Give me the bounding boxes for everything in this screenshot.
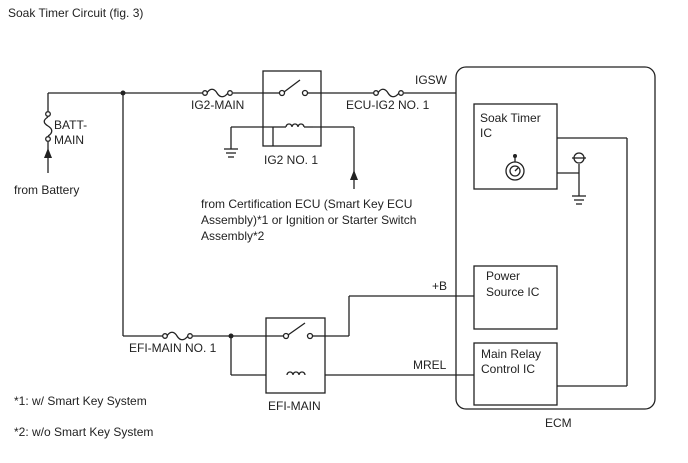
- footnote-smart-key: *1: w/ Smart Key System: [14, 394, 147, 408]
- from-cert-ecu-line2: Assembly)*1 or Ignition or Starter Switc…: [201, 213, 416, 227]
- ig2-main-label: IG2-MAIN: [191, 98, 244, 112]
- efi-main-label: EFI-MAIN: [268, 399, 321, 413]
- diagram-title: Soak Timer Circuit (fig. 3): [8, 6, 143, 20]
- batt-main-label-line2: MAIN: [54, 133, 84, 147]
- ecu-ig2-no1-fuse: [373, 88, 404, 98]
- efi-main-no1-label: EFI-MAIN NO. 1: [129, 341, 217, 355]
- ig2-main-fuse: [202, 88, 233, 98]
- footnote-no-smart-key: *2: w/o Smart Key System: [14, 425, 153, 439]
- from-battery-label: from Battery: [14, 183, 79, 197]
- batt-main-fuse: [43, 93, 53, 142]
- efi-main-branch-wires: [122, 93, 474, 376]
- mrel-label: MREL: [413, 358, 447, 372]
- main-relay-label-line1: Main Relay: [481, 347, 541, 361]
- soak-timer-label-line2: IC: [480, 126, 492, 140]
- plus-b-label: +B: [432, 279, 447, 293]
- efi-main-no1-fuse: [162, 331, 193, 341]
- ecm-label: ECM: [545, 416, 572, 430]
- batt-main-label-line1: BATT-: [54, 118, 87, 132]
- soak-timer-ic: [473, 103, 628, 387]
- main-relay-label-line2: Control IC: [481, 362, 535, 376]
- efi-main-relay: [265, 317, 326, 394]
- ecu-ig2-no1-label: ECU-IG2 NO. 1: [346, 98, 430, 112]
- power-source-label-line1: Power: [486, 269, 520, 283]
- igsw-label: IGSW: [415, 73, 448, 87]
- from-cert-ecu-line1: from Certification ECU (Smart Key ECU: [201, 197, 412, 211]
- ig2-no1-label: IG2 NO. 1: [264, 153, 318, 167]
- power-source-ic: [473, 265, 558, 330]
- battery-feed: [44, 142, 52, 173]
- from-cert-ecu-line3: Assembly*2: [201, 229, 265, 243]
- power-source-label-line2: Source IC: [486, 285, 540, 299]
- main-relay-control-ic: [473, 342, 558, 406]
- soak-timer-label-line1: Soak Timer: [480, 111, 541, 125]
- ig2-no1-relay: [224, 70, 358, 189]
